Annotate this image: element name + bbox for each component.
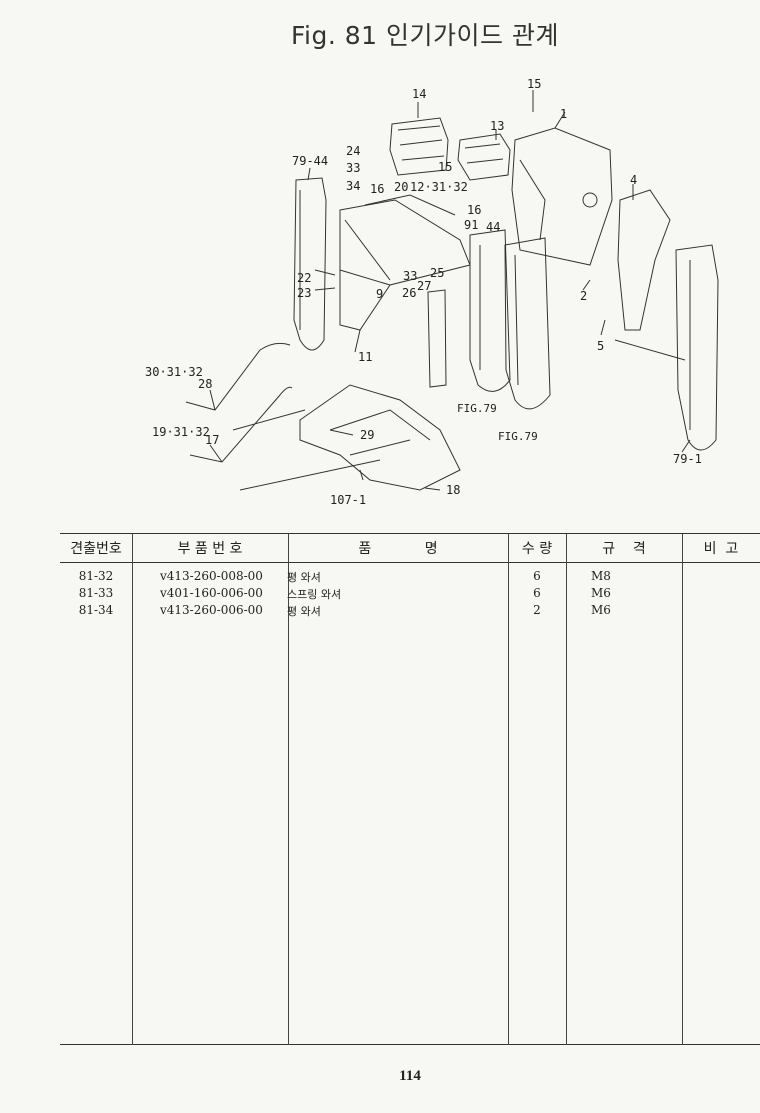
header-part-no: 부 품 번 호 [177,541,243,557]
table-header-rule [60,562,760,563]
col-divider [682,534,683,1045]
callout-13: 13 [490,119,504,133]
ref-no: 81-34 [78,603,114,617]
col-divider [132,534,133,1045]
quantity: 6 [533,569,541,583]
callout-15a: 15 [438,160,452,174]
callout-27: 27 [417,279,431,293]
callout-34: 34 [346,179,360,193]
part-name: 평 와셔 [287,605,321,618]
guide-rail-b [504,237,551,410]
rod-upper [185,342,291,411]
chute-panel [339,199,471,331]
col-divider [566,534,567,1045]
page-title: Fig. 81 인기가이드 관계 [291,21,559,50]
side-cover-4 [617,189,671,331]
table-row: 81-32 v413-260-008-00 평 와셔 6 M8 [60,569,760,585]
table-bottom-rule [60,1044,760,1045]
guide-plate-left [293,177,327,351]
header-qty: 수 량 [521,541,553,557]
ref-no: 81-33 [78,586,114,600]
callout-33: 33 [346,161,360,175]
callout-17: 17 [205,433,219,447]
callout-9: 9 [376,287,383,301]
main-guide-1 [511,127,613,266]
callout-33b: 33 [403,269,417,283]
figure-ref-79-a: FIG.79 [457,402,497,415]
header-ref-no: 견출번호 [70,541,122,557]
callout-16b: 16 [467,203,481,217]
table-top-rule [60,533,760,534]
ref-no: 81-32 [78,569,114,583]
callout-16: 16 [370,182,384,196]
callout-24: 24 [346,144,360,158]
spec: M6 [591,603,611,617]
part-no: v413-260-008-00 [160,569,263,583]
figure-ref-79-b: FIG.79 [498,430,538,443]
callout-11: 11 [358,350,372,364]
callout-26: 26 [402,286,416,300]
callout-2: 2 [580,289,587,303]
callout-79-1: 79-1 [673,452,702,466]
cover-strip [364,194,456,216]
callout-30-31-32: 30·31·32 [145,365,203,379]
part-name: 스프링 와셔 [287,588,342,601]
table-row: 81-33 v401-160-006-00 스프링 와셔 6 M6 [60,586,760,602]
callout-44: 44 [486,220,500,234]
quantity: 6 [533,586,541,600]
part-no: v413-260-006-00 [160,603,263,617]
col-divider [508,534,509,1045]
callout-5: 5 [597,339,604,353]
col-divider [288,534,289,1045]
header-remarks: 비 고 [703,541,739,557]
header-spec: 규 격 [602,541,646,557]
exploded-parts-diagram: 79-44 24 33 34 16 20 12·31·32 14 15 13 1… [145,77,719,507]
callout-4: 4 [630,173,637,187]
callout-23: 23 [297,286,311,300]
quantity: 2 [533,603,541,617]
guide-box-13 [457,133,511,181]
callout-14: 14 [412,87,426,101]
callout-12-31-32: 12·31·32 [410,180,468,194]
callout-29: 29 [360,428,374,442]
callout-18: 18 [446,483,460,497]
callout-20: 20 [394,180,408,194]
rod-lower [189,386,293,463]
callout-79-44: 79-44 [292,154,328,168]
part-name: 평 와셔 [287,571,321,584]
callout-107-1: 107-1 [330,493,366,507]
callout-22: 22 [297,271,311,285]
table-row: 81-34 v413-260-006-00 평 와셔 2 M6 [60,603,760,619]
guide-box-14 [389,117,449,176]
callout-15b: 15 [527,77,541,91]
header-part-name: 품 명 [358,541,438,557]
guide-plate-right [675,244,719,451]
callout-28: 28 [198,377,212,391]
spec: M6 [591,586,611,600]
callout-91: 91 [464,218,478,232]
callout-19-31-32: 19·31·32 [152,425,210,439]
page-number: 114 [399,1068,421,1084]
guide-rail-a [469,229,511,392]
spacer-strip [427,289,447,388]
callout-1: 1 [560,107,567,121]
callout-25: 25 [430,266,444,280]
spec: M8 [591,569,611,583]
part-no: v401-160-006-00 [160,586,263,600]
frame-assembly [299,384,461,491]
